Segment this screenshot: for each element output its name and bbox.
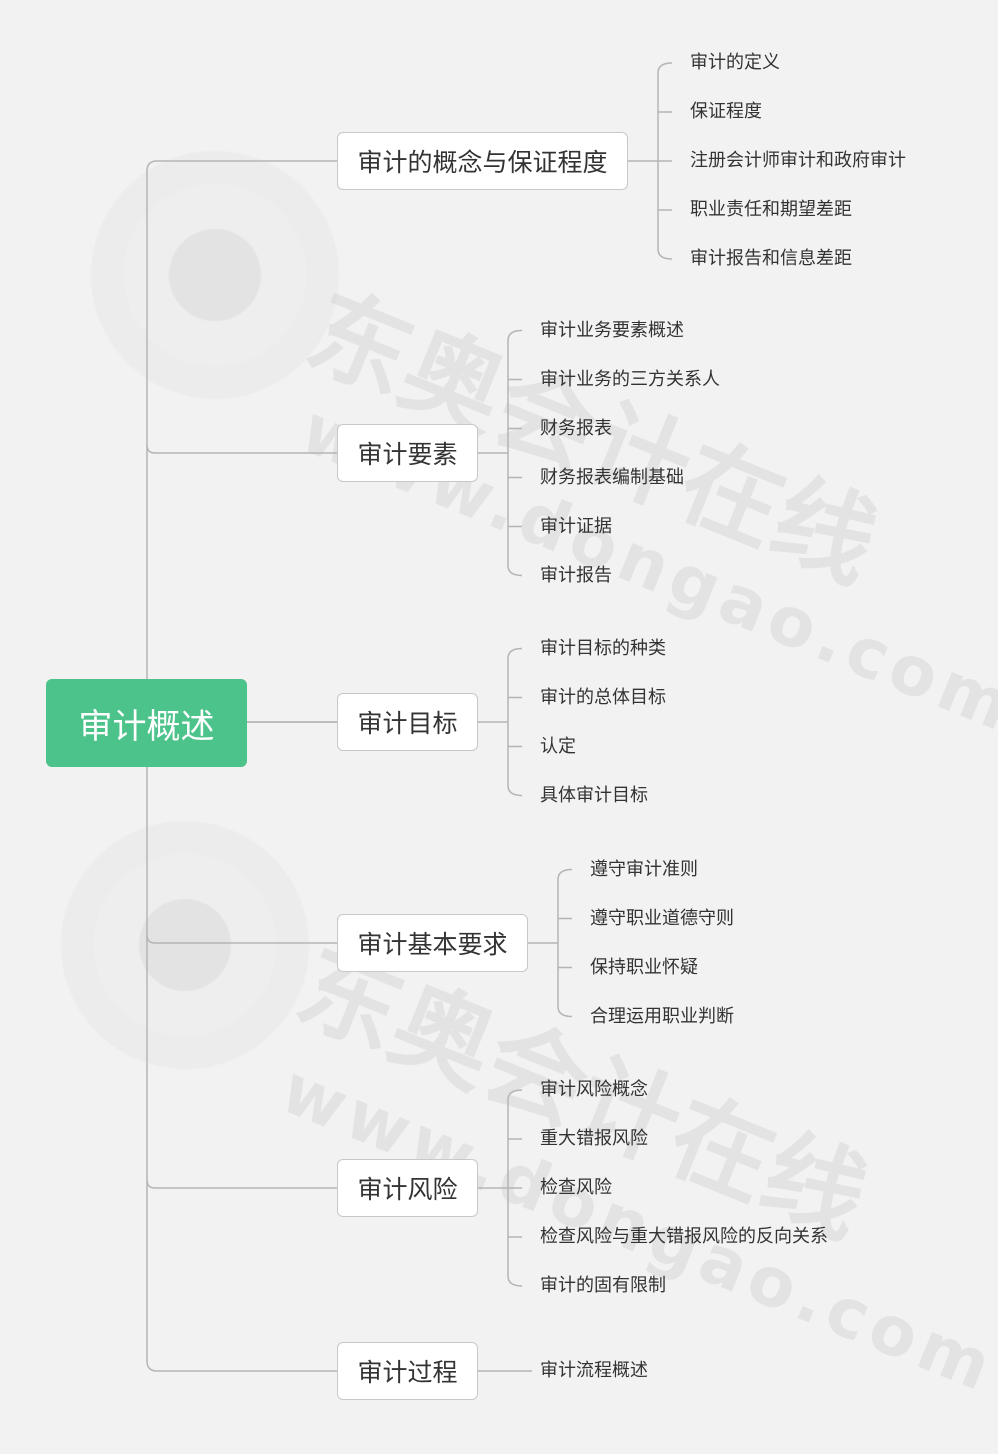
leaf-item[interactable]: 审计流程概述 xyxy=(540,1360,648,1381)
branch-label: 审计过程 xyxy=(357,1358,458,1387)
branch-label: 审计的概念与保证程度 xyxy=(357,148,608,177)
branch-label: 审计风险 xyxy=(357,1175,458,1204)
branch-node[interactable]: 审计基本要求 xyxy=(337,914,528,972)
leaf-item[interactable]: 审计报告 xyxy=(540,564,612,586)
branch-node[interactable]: 审计要素 xyxy=(337,424,478,482)
leaf-item[interactable]: 审计业务要素概述 xyxy=(540,319,684,341)
watermark-logo-icon xyxy=(40,800,330,1090)
watermark-logo-icon xyxy=(70,130,360,420)
branch-node[interactable]: 审计的概念与保证程度 xyxy=(337,132,628,190)
leaf-item[interactable]: 检查风险 xyxy=(540,1177,612,1198)
branch-node[interactable]: 审计过程 xyxy=(337,1342,478,1400)
branch-node[interactable]: 审计风险 xyxy=(337,1159,478,1217)
leaf-item[interactable]: 审计业务的三方关系人 xyxy=(540,368,720,390)
leaf-item[interactable]: 审计的定义 xyxy=(690,52,780,73)
leaf-bracket xyxy=(507,647,523,797)
branch-label: 审计要素 xyxy=(357,440,458,469)
leaf-item[interactable]: 审计的总体目标 xyxy=(540,686,666,708)
branch-connector xyxy=(146,934,337,944)
leaf-item[interactable]: 重大错报风险 xyxy=(540,1128,648,1149)
root-node[interactable]: 审计概述 xyxy=(46,679,247,767)
leaf-item[interactable]: 职业责任和期望差距 xyxy=(690,199,852,220)
leaf-item[interactable]: 审计证据 xyxy=(540,515,612,537)
leaf-item[interactable]: 认定 xyxy=(540,735,576,757)
leaf-item[interactable]: 审计目标的种类 xyxy=(540,637,666,659)
leaf-item[interactable]: 注册会计师审计和政府审计 xyxy=(690,150,906,171)
leaf-item[interactable]: 检查风险与重大错报风险的反向关系 xyxy=(540,1226,828,1247)
leaf-item[interactable]: 审计风险概念 xyxy=(540,1079,648,1100)
leaf-item[interactable]: 遵守职业道德守则 xyxy=(590,907,734,929)
leaf-bracket xyxy=(557,868,573,1018)
leaf-item[interactable]: 审计报告和信息差距 xyxy=(690,248,852,269)
root-label: 审计概述 xyxy=(78,706,215,747)
leaf-bracket xyxy=(507,329,523,577)
branch-connector xyxy=(146,444,337,454)
branch-node[interactable]: 审计目标 xyxy=(337,693,478,751)
leaf-item[interactable]: 具体审计目标 xyxy=(540,784,648,806)
branch-label: 审计目标 xyxy=(357,709,458,738)
leaf-item[interactable]: 保证程度 xyxy=(690,101,762,122)
leaf-item[interactable]: 遵守审计准则 xyxy=(590,858,698,880)
branch-label: 审计基本要求 xyxy=(357,930,508,959)
leaf-item[interactable]: 合理运用职业判断 xyxy=(590,1005,734,1027)
leaf-item[interactable]: 财务报表编制基础 xyxy=(540,466,684,488)
branch-connector xyxy=(146,1179,337,1189)
leaf-item[interactable]: 审计的固有限制 xyxy=(540,1275,666,1296)
leaf-item[interactable]: 保持职业怀疑 xyxy=(590,956,698,978)
leaf-item[interactable]: 财务报表 xyxy=(540,417,612,439)
